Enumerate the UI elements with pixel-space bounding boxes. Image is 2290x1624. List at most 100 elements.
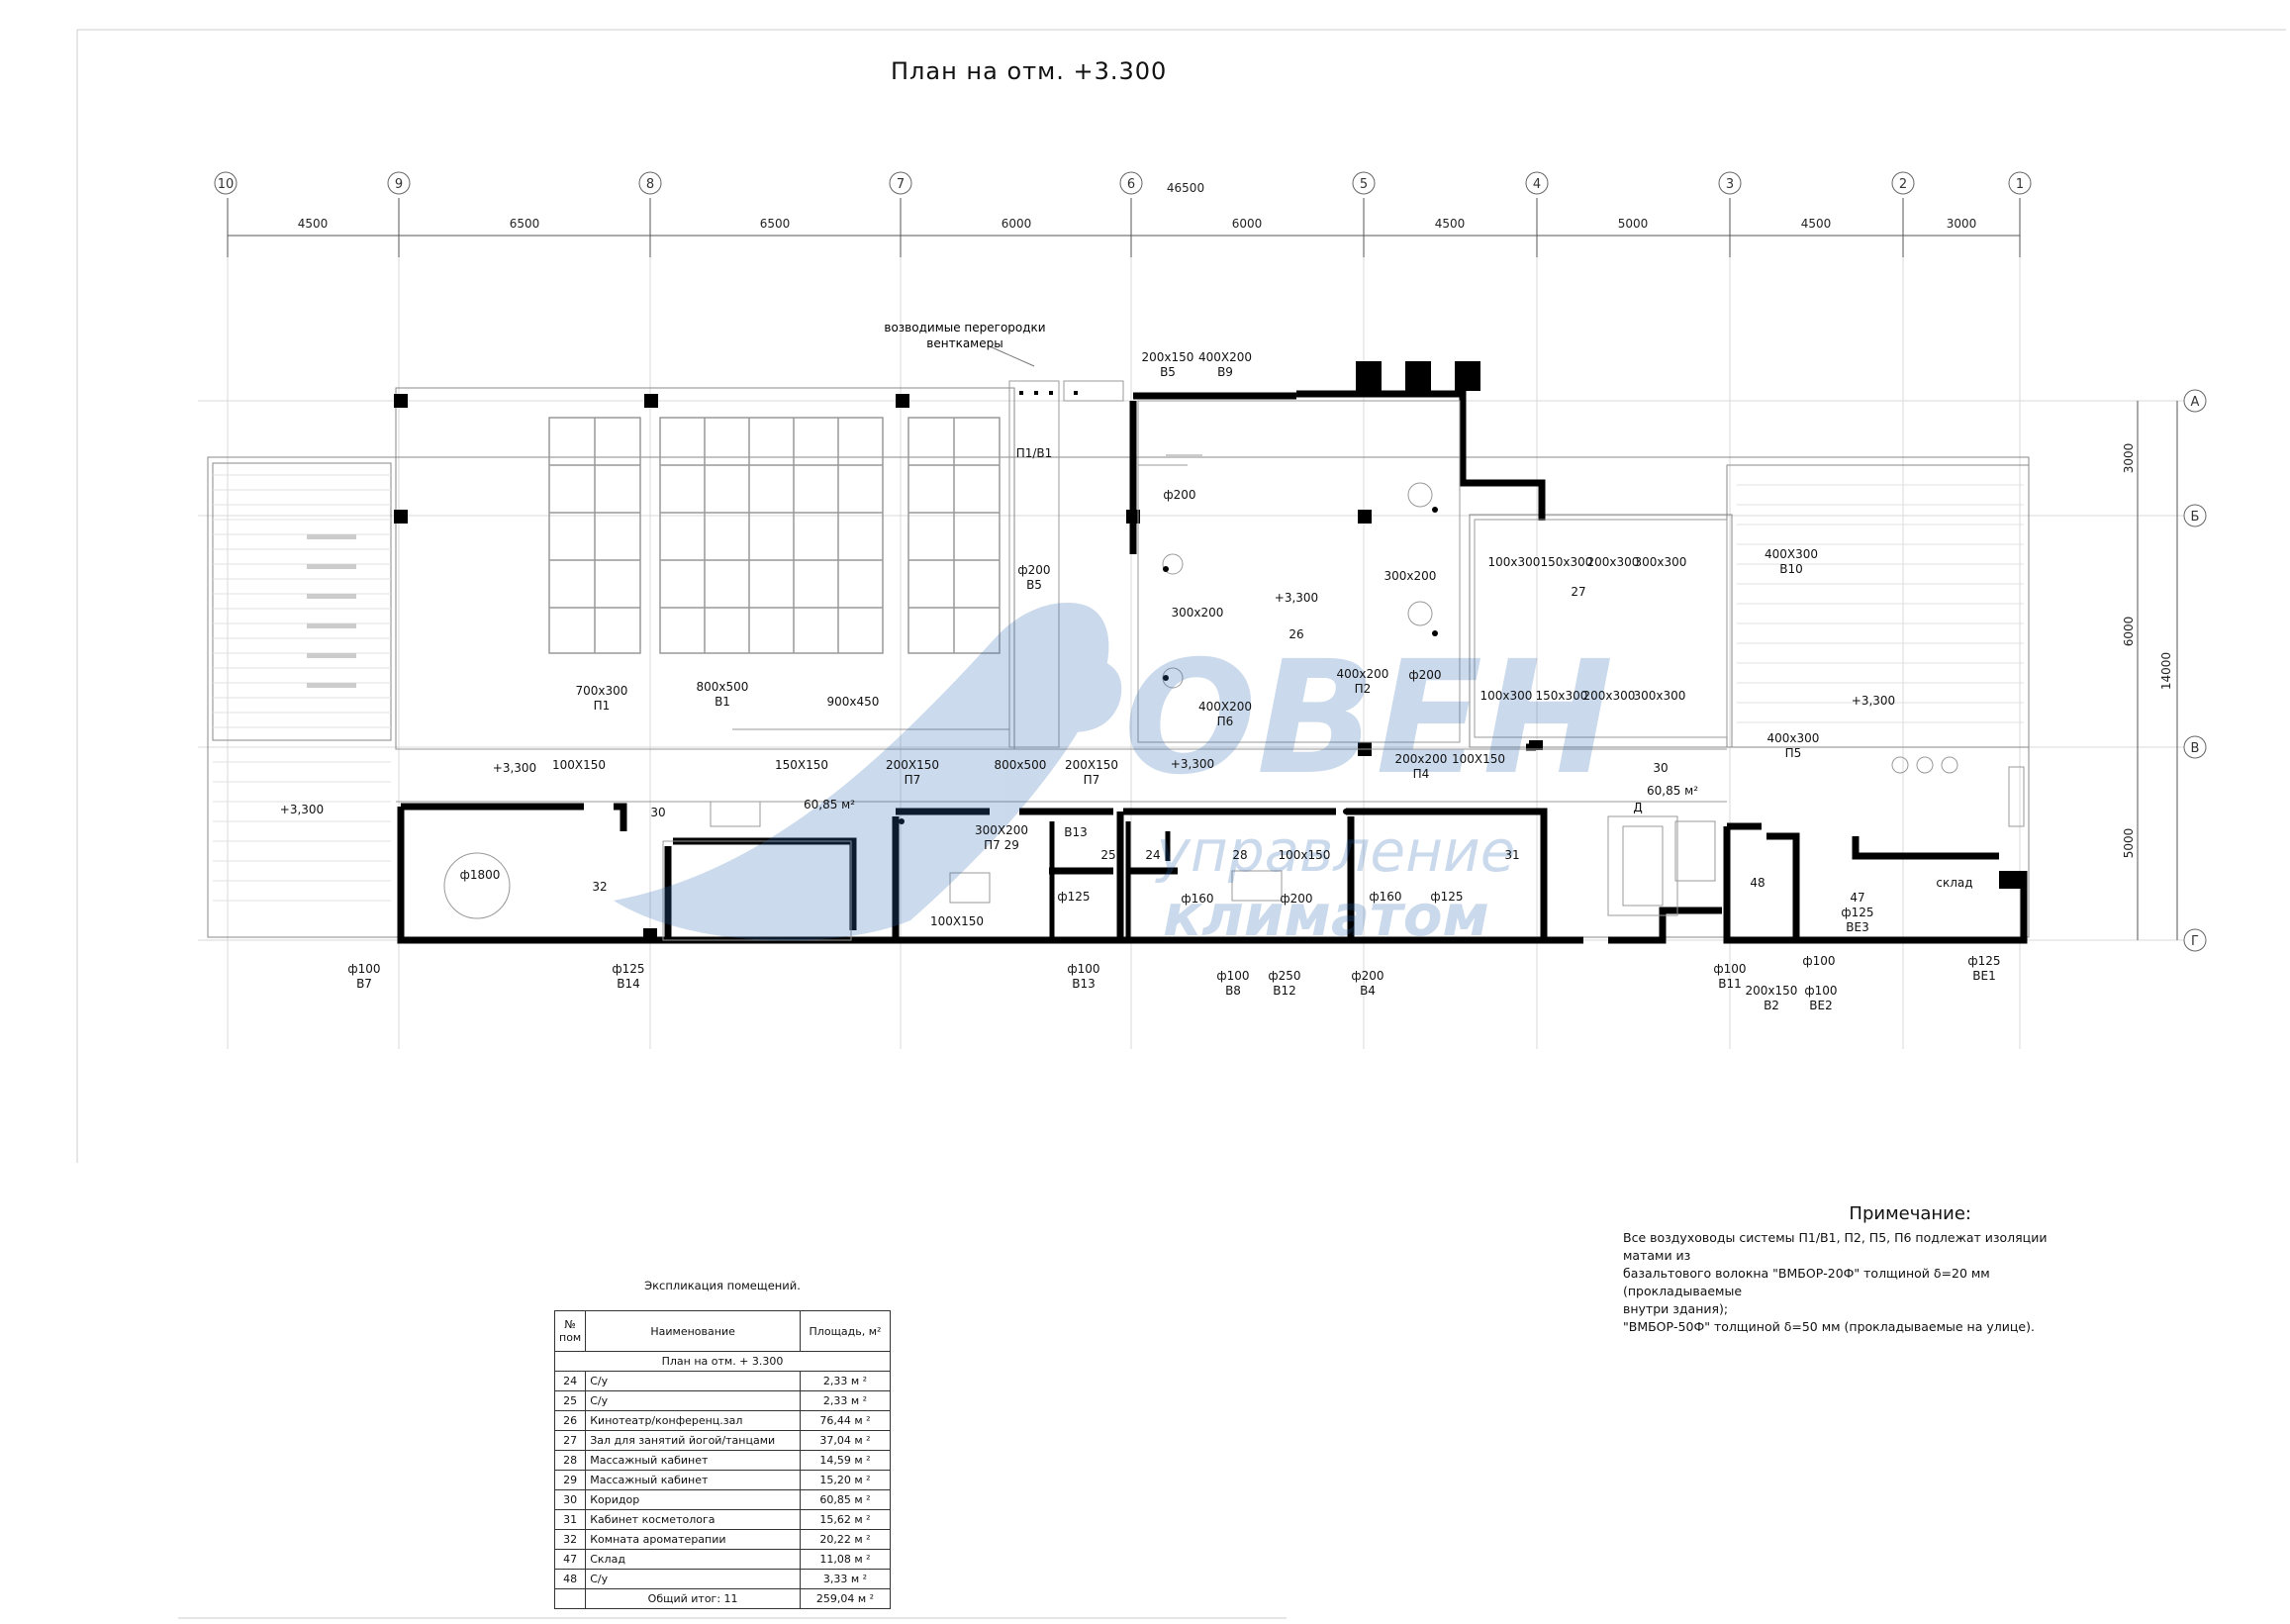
- room-number: 48: [553, 1569, 587, 1589]
- duct-annotation: 27: [1571, 585, 1585, 599]
- span-dimension: 4500: [1801, 217, 1832, 231]
- duct-annotation: 300х300: [1635, 555, 1687, 569]
- table-subheader: План на отм. + 3.300: [554, 1351, 891, 1372]
- header-area: Площадь, м²: [800, 1310, 891, 1352]
- room-number: 32: [553, 1529, 587, 1550]
- duct-annotation: 150х300: [1541, 555, 1593, 569]
- duct-annotation: 60,85 м²: [804, 798, 855, 812]
- partitions-note: возводимые перегородки: [884, 321, 1045, 334]
- duct-annotation: 300Х200: [975, 823, 1028, 837]
- axis-bubble: 1: [2008, 171, 2032, 195]
- duct-annotation: 150х300: [1536, 689, 1588, 703]
- duct-annotation: ф160: [1181, 892, 1213, 906]
- duct-annotation: В11: [1718, 977, 1742, 991]
- axis-number: 8: [646, 177, 654, 192]
- duct-annotation: 400х300: [1767, 731, 1820, 745]
- watermark: РОВЕН управление климатом: [614, 603, 1613, 949]
- span-dimension: 5000: [1618, 217, 1649, 231]
- axis-bubble: В: [2183, 735, 2207, 759]
- duct-annotation: В5: [1026, 578, 1042, 592]
- axis-bubble: 6: [1119, 171, 1143, 195]
- duct-annotation: 200х200: [1395, 752, 1448, 766]
- axis-bubble: 5: [1352, 171, 1376, 195]
- duct-annotation: 200х300: [1587, 555, 1640, 569]
- axis-number: 3: [1726, 177, 1734, 192]
- room-number: 24: [553, 1371, 587, 1391]
- axis-bubble: 9: [387, 171, 411, 195]
- duct-annotation: 48: [1750, 876, 1765, 890]
- span-dimension: 6000: [1002, 217, 1032, 231]
- duct-annotation: П5: [1785, 746, 1802, 760]
- total-empty: [553, 1588, 587, 1609]
- span-dimension: 6000: [1232, 217, 1263, 231]
- duct-annotation: В9: [1217, 365, 1233, 379]
- duct-annotation: В8: [1225, 984, 1241, 998]
- axis-number: 1: [2016, 177, 2024, 192]
- duct-annotation: 26: [1288, 627, 1303, 641]
- duct-annotation: В13: [1072, 977, 1096, 991]
- duct-annotation: ф1800: [460, 868, 501, 882]
- note-line: базальтового волокна "ВМБОР-20Ф" толщино…: [1623, 1266, 1990, 1298]
- vertical-dimension: 6000: [2122, 617, 2136, 647]
- duct-annotation: ф200: [1351, 969, 1384, 983]
- duct-annotation: ВЕ2: [1809, 999, 1832, 1012]
- duct-annotation: ф125: [1841, 906, 1873, 919]
- duct-annotation: ф100: [347, 962, 380, 976]
- axis-number: 7: [897, 177, 905, 192]
- duct-annotation: В4: [1360, 984, 1376, 998]
- duct-annotation: 28: [1232, 848, 1247, 862]
- room-name: Кинотеатр/конференц.зал: [585, 1410, 801, 1431]
- room-number: 26: [553, 1410, 587, 1431]
- duct-annotation: ф160: [1369, 890, 1401, 904]
- duct-annotation: 200Х150: [1065, 758, 1118, 772]
- axis-bubble: 3: [1718, 171, 1742, 195]
- duct-annotation: 32: [592, 880, 607, 894]
- duct-annotation: ф100: [1713, 962, 1746, 976]
- axis-letter: В: [2191, 741, 2200, 756]
- room-number: 29: [553, 1470, 587, 1490]
- duct-annotation: ф100: [1216, 969, 1249, 983]
- duct-annotation: В10: [1779, 562, 1803, 576]
- span-dimension: 4500: [298, 217, 329, 231]
- room-name: Зал для занятий йогой/танцами: [585, 1430, 801, 1451]
- duct-annotation: ф100: [1802, 954, 1835, 968]
- duct-annotation: 31: [1504, 848, 1519, 862]
- duct-annotation: 30: [650, 806, 665, 819]
- header-number: № пом: [553, 1310, 587, 1352]
- total-area: 259,04 м ²: [800, 1588, 891, 1609]
- duct-annotation: 400Х200: [1198, 350, 1252, 364]
- watermark-brand: РОВЕН: [1009, 627, 1614, 810]
- room-name: Массажный кабинет: [585, 1470, 801, 1490]
- duct-annotation: В2: [1764, 999, 1779, 1012]
- axis-bubble: Г: [2183, 928, 2207, 952]
- axis-letter: Г: [2191, 934, 2199, 949]
- duct-annotation: 100Х150: [930, 914, 984, 928]
- duct-annotation: 100Х150: [1452, 752, 1505, 766]
- duct-annotation: ф125: [1430, 890, 1463, 904]
- duct-annotation: 300х200: [1172, 606, 1224, 620]
- room-name: Комната ароматерапии: [585, 1529, 801, 1550]
- duct-annotation: 60,85 м²: [1647, 784, 1698, 798]
- span-dimension: 6500: [760, 217, 791, 231]
- axis-bubble: А: [2183, 389, 2207, 413]
- duct-annotation: В12: [1273, 984, 1296, 998]
- duct-annotation: 400х200: [1337, 667, 1389, 681]
- room-number: 30: [553, 1489, 587, 1510]
- duct-annotation: 24: [1145, 848, 1160, 862]
- duct-annotation: В13: [1064, 825, 1088, 839]
- room-explication: Экспликация помещений. № пом Наименовани…: [553, 1279, 891, 1609]
- room-area: 37,04 м ²: [800, 1430, 891, 1451]
- duct-annotation: В1: [715, 695, 730, 709]
- duct-annotation: В7: [356, 977, 372, 991]
- duct-annotation: П1: [594, 699, 611, 713]
- axis-bubble: 7: [889, 171, 912, 195]
- duct-annotation: ф200: [1408, 668, 1441, 682]
- duct-annotation: В14: [617, 977, 640, 991]
- duct-annotation: 800х500: [697, 680, 749, 694]
- duct-annotation: ф200: [1280, 892, 1312, 906]
